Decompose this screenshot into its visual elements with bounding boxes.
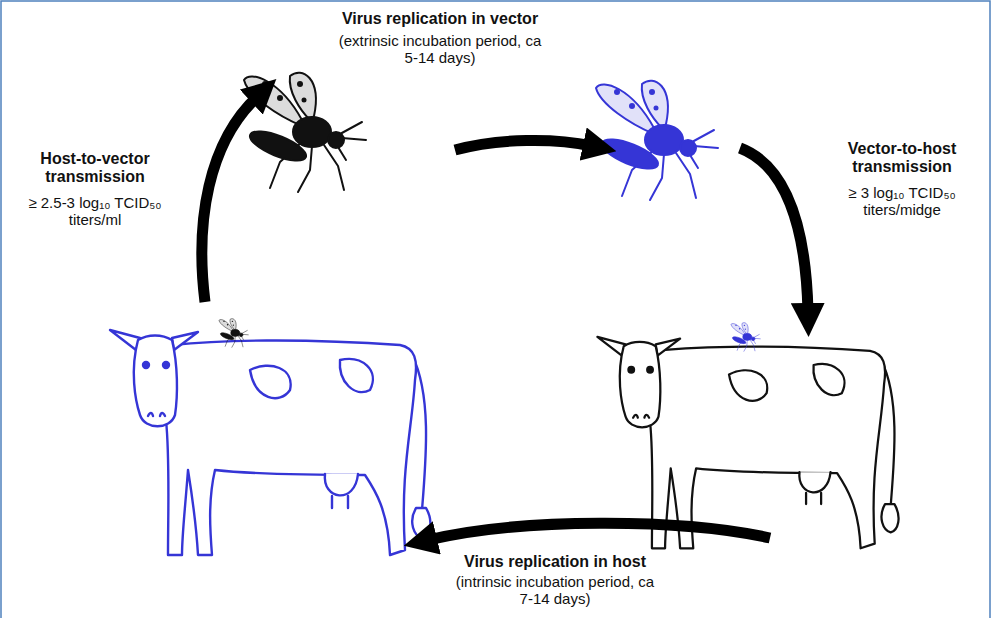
step-detail: ≥ 2.5-3 log₁₀ TCID₅₀ titers/ml bbox=[15, 194, 175, 229]
step-detail: (extrinsic incubation period, ca 5-14 da… bbox=[335, 32, 545, 67]
step-heading: Virus replication in vector bbox=[280, 10, 600, 28]
step-detail: (intrinsic incubation period, ca 7-14 da… bbox=[448, 573, 663, 608]
cycle-arrow bbox=[202, 96, 258, 302]
midge-uninfected bbox=[244, 73, 366, 192]
midge-infected bbox=[596, 81, 718, 200]
step-heading: Vector-to-host transmission bbox=[822, 140, 982, 177]
step-heading: Host-to-vector transmission bbox=[15, 150, 175, 187]
cycle-arrow bbox=[455, 140, 592, 150]
midge-feeding bbox=[731, 323, 760, 352]
step-heading: Virus replication in host bbox=[395, 553, 715, 571]
cycle-arrow bbox=[740, 148, 808, 312]
step-detail: ≥ 3 log₁₀ TCID₅₀ titers/midge bbox=[822, 184, 982, 219]
cow-infected bbox=[110, 330, 430, 555]
midge-feeding bbox=[219, 319, 248, 348]
cow-uninfected bbox=[597, 337, 898, 549]
cycle-arrow bbox=[428, 523, 770, 540]
